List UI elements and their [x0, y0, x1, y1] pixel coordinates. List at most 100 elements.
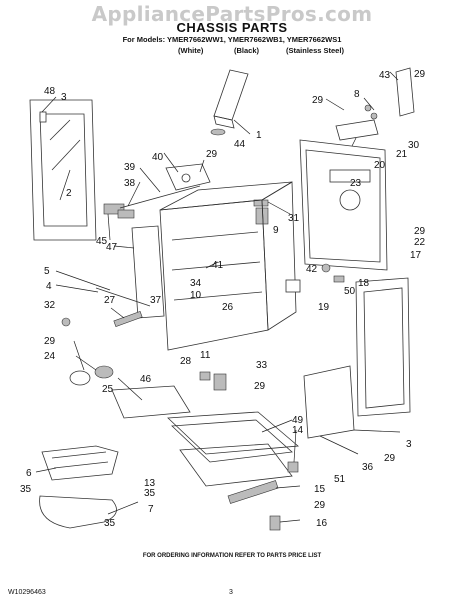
- callout-10: 10: [190, 290, 202, 301]
- callout-24: 24: [44, 351, 56, 362]
- callout-13: 13: [144, 478, 156, 489]
- callout-42: 42: [306, 264, 318, 275]
- callout-35: 35: [104, 518, 116, 529]
- callout-26: 26: [222, 302, 234, 313]
- watermark: AppliancePartsPros.com: [91, 2, 373, 26]
- callout-33: 33: [256, 360, 268, 371]
- callout-29: 29: [254, 381, 266, 392]
- callout-5: 5: [44, 266, 50, 277]
- leader-lines: [35, 71, 401, 523]
- callout-2: 2: [66, 188, 72, 199]
- door-clip: [39, 111, 47, 123]
- callout-34: 34: [190, 278, 202, 289]
- callout-46: 46: [140, 374, 152, 385]
- thermostat: [113, 311, 143, 327]
- door-gasket: [131, 225, 165, 319]
- bracket: [213, 373, 227, 391]
- drawer-pan: [111, 385, 191, 419]
- side-panel: [355, 277, 411, 417]
- bracket: [285, 279, 301, 293]
- callout-4: 4: [46, 281, 52, 292]
- terminal-block: [335, 119, 379, 141]
- ordering-note: FOR ORDERING INFORMATION REFER TO PARTS …: [142, 553, 322, 559]
- color-stainless: (Stainless Steel): [286, 46, 344, 55]
- callout-11: 11: [200, 350, 211, 361]
- callout-28: 28: [180, 356, 192, 367]
- callout-48: 48: [44, 86, 56, 97]
- callout-21: 21: [396, 149, 408, 160]
- door-hinge: [103, 203, 135, 219]
- callout-29: 29: [414, 69, 426, 80]
- callout-15: 15: [314, 484, 326, 495]
- callout-20: 20: [374, 160, 386, 171]
- broiler-pan: [167, 411, 299, 487]
- callout-18: 18: [358, 278, 370, 289]
- control-switch: [165, 163, 211, 191]
- callout-29: 29: [312, 95, 324, 106]
- callout-51: 51: [334, 474, 346, 485]
- callout-19: 19: [318, 302, 330, 313]
- callout-29: 29: [414, 226, 426, 237]
- hinge-rod: [95, 287, 151, 307]
- terminal-bracket: [395, 67, 415, 117]
- bracket: [333, 275, 345, 283]
- screw: [61, 317, 71, 327]
- callout-8: 8: [354, 89, 360, 100]
- callout-labels: 48 3 2 45 40 29 39 38 47 1 44 43 29 29 8…: [20, 69, 426, 529]
- callout-27: 27: [104, 295, 116, 306]
- callout-47: 47: [106, 242, 118, 253]
- screw: [321, 263, 331, 273]
- callout-22: 22: [414, 237, 426, 248]
- screw: [364, 104, 372, 112]
- vent-duct: [213, 69, 249, 129]
- control-knob: [69, 365, 114, 386]
- bake-element: [41, 445, 119, 481]
- callout-29: 29: [206, 149, 218, 160]
- callout-38: 38: [124, 178, 136, 189]
- callout-31: 31: [288, 213, 300, 224]
- bracket: [255, 207, 269, 225]
- callout-3: 3: [406, 439, 412, 450]
- callout-36: 36: [362, 462, 374, 473]
- callout-35: 35: [20, 484, 32, 495]
- color-black: (Black): [234, 46, 260, 55]
- callout-23: 23: [350, 178, 362, 189]
- callout-1: 1: [256, 130, 262, 141]
- door-glass-panel: [29, 99, 97, 241]
- burner-tube: [227, 480, 279, 504]
- callout-32: 32: [44, 300, 56, 311]
- kickplate: [303, 365, 355, 439]
- callout-50: 50: [344, 286, 356, 297]
- callout-6: 6: [26, 468, 32, 479]
- callout-16: 16: [316, 518, 328, 529]
- callout-35: 35: [144, 488, 156, 499]
- callout-45: 45: [96, 236, 108, 247]
- callout-30: 30: [408, 140, 420, 151]
- callout-44: 44: [234, 139, 246, 150]
- callout-39: 39: [124, 162, 136, 173]
- callout-3: 3: [61, 92, 67, 103]
- callout-9: 9: [273, 225, 279, 236]
- document-id: W10296463: [8, 589, 46, 596]
- igniter: [269, 515, 281, 531]
- grommet: [210, 128, 226, 136]
- callout-14: 14: [292, 425, 304, 436]
- callout-29: 29: [314, 500, 326, 511]
- bracket: [199, 371, 211, 381]
- page-title: CHASSIS PARTS: [176, 20, 288, 35]
- callout-29: 29: [384, 453, 396, 464]
- oven-cavity: [159, 181, 297, 351]
- screw: [370, 112, 378, 120]
- models-line: For Models: YMER7662WW1, YMER7662WB1, YM…: [122, 35, 342, 44]
- clip: [287, 461, 299, 473]
- wire-harness: [119, 185, 201, 209]
- callout-25: 25: [102, 384, 114, 395]
- callout-49: 49: [292, 415, 304, 426]
- callout-29: 29: [44, 336, 56, 347]
- color-white: (White): [178, 46, 204, 55]
- rear-panel: [299, 139, 388, 271]
- callout-17: 17: [410, 250, 422, 261]
- broil-element: [39, 495, 117, 529]
